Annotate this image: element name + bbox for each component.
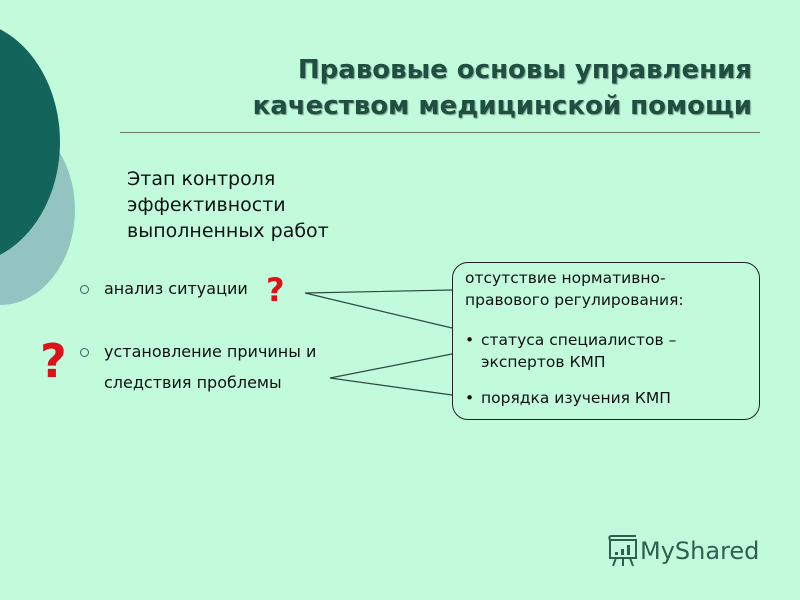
callout-box: отсутствие нормативно- правового регулир… (452, 262, 760, 420)
circle-bullet-icon (80, 348, 89, 357)
stage-line-3: выполненных работ (127, 220, 329, 242)
decor-circle-dark (0, 29, 60, 255)
connector-line (329, 353, 453, 396)
callout-item: • порядка изучения КМП (465, 387, 671, 409)
bullet-item: анализ ситуации (80, 273, 248, 305)
bullet-text: следствия проблемы (104, 373, 282, 392)
question-mark: ? (40, 334, 67, 388)
connector-lines (304, 289, 453, 396)
callout-item-text: экспертов КМП (481, 353, 606, 371)
slide-title: Правовые основы управления качеством мед… (253, 52, 752, 124)
stage-heading: Этап контроля эффективности выполненных … (127, 166, 329, 244)
watermark-text: MyShared (640, 537, 760, 565)
question-mark: ? (266, 271, 285, 309)
stage-line-1: Этап контроля (127, 168, 276, 190)
callout-heading-line: правового регулирования: (465, 291, 684, 309)
stage-line-2: эффективности (127, 194, 286, 216)
bullet-icon: • (465, 389, 475, 407)
circle-bullet-icon (80, 285, 89, 294)
bullet-icon: • (465, 331, 475, 349)
title-line-2: качеством медицинской помощи (252, 91, 752, 121)
title-line-1: Правовые основы управления (297, 55, 752, 85)
bullet-item: установление причины и следствия проблем… (80, 336, 316, 398)
callout-heading: отсутствие нормативно- правового регулир… (465, 267, 684, 311)
bullet-text: анализ ситуации (104, 279, 248, 298)
connector-line (304, 289, 453, 329)
watermark-logo: MyShared (606, 534, 759, 568)
callout-heading-line: отсутствие нормативно- (465, 269, 666, 287)
decor-circles (0, 29, 75, 305)
callout-item: • статуса специалистов – экспертов КМП (465, 329, 676, 373)
title-divider (120, 132, 760, 133)
bullet-text: установление причины и (104, 342, 317, 361)
callout-item-text: статуса специалистов – (481, 331, 677, 349)
callout-item-text: порядка изучения КМП (481, 389, 671, 407)
presentation-board-icon (608, 535, 637, 567)
